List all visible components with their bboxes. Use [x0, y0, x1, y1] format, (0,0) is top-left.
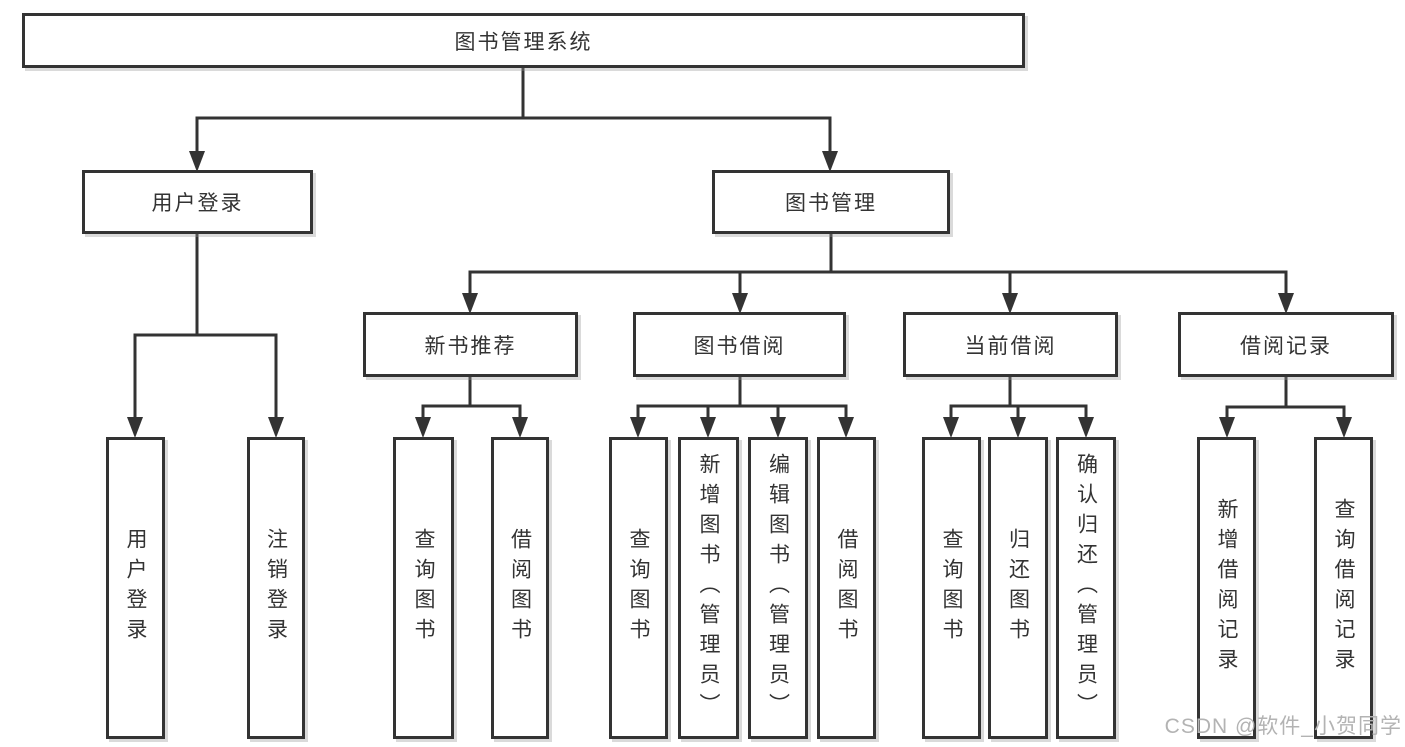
arrowhead — [822, 151, 838, 172]
connector-current-borrow-children — [943, 376, 1094, 438]
node-label: 图书管理系统 — [454, 30, 593, 54]
leaf-current-confirm-return-admin: 确认归还（管理员） — [1056, 437, 1116, 739]
arrowhead — [1002, 293, 1018, 314]
node-label: 用户登录 — [151, 192, 244, 215]
leaf-borrow-edit-books-admin: 编辑图书（管理员） — [748, 437, 808, 739]
arrowhead — [189, 151, 205, 172]
node-label: 编辑图书（管理员） — [766, 453, 790, 723]
connector-root-to-level1 — [189, 66, 838, 172]
leaf-current-return-books: 归还图书 — [988, 437, 1048, 739]
node-new-book-recommend: 新书推荐 — [363, 312, 578, 377]
connector-user-login-children — [127, 232, 284, 438]
node-borrow-records: 借阅记录 — [1178, 312, 1394, 377]
connector-new-book-recommend-children — [415, 376, 528, 438]
node-label: 查询图书 — [412, 528, 435, 648]
arrowhead — [943, 417, 959, 438]
node-label: 新增图书（管理员） — [697, 453, 720, 723]
node-label: 新增借阅记录 — [1215, 498, 1238, 678]
arrowhead — [770, 417, 786, 438]
connector-book-management-children — [462, 232, 1294, 314]
arrowhead — [700, 417, 716, 438]
leaf-records-add-borrow-record: 新增借阅记录 — [1197, 437, 1256, 739]
node-book-borrow: 图书借阅 — [633, 312, 846, 377]
node-current-borrow: 当前借阅 — [903, 312, 1118, 377]
node-label: 注销登录 — [264, 528, 288, 648]
leaf-user-login: 用户登录 — [106, 437, 165, 739]
arrowhead — [268, 417, 284, 438]
arrowhead — [127, 417, 143, 438]
node-label: 查询借阅记录 — [1332, 498, 1355, 678]
node-label: 借阅图书 — [835, 528, 858, 648]
arrowhead — [732, 293, 748, 314]
arrowhead — [415, 417, 431, 438]
connector-borrow-records-children — [1219, 377, 1352, 438]
arrowhead — [1278, 293, 1294, 314]
arrowhead — [1078, 417, 1094, 438]
arrowhead — [1219, 417, 1235, 438]
arrowhead — [1010, 417, 1026, 438]
leaf-borrow-query-books: 查询图书 — [609, 437, 668, 739]
leaf-current-query-books: 查询图书 — [922, 437, 981, 739]
node-label: 查询图书 — [627, 528, 650, 648]
node-label: 图书借阅 — [693, 334, 786, 358]
node-book-management: 图书管理 — [712, 170, 950, 234]
arrowhead — [838, 417, 854, 438]
arrowhead — [1336, 417, 1352, 438]
leaf-borrow-add-books-admin: 新增图书（管理员） — [678, 437, 739, 739]
node-label: 用户登录 — [124, 528, 147, 648]
leaf-records-query-borrow-record: 查询借阅记录 — [1314, 437, 1373, 739]
leaf-logout: 注销登录 — [247, 437, 305, 739]
node-label: 归还图书 — [1006, 528, 1030, 648]
node-label: 借阅记录 — [1240, 334, 1332, 358]
leaf-borrow-borrow-books: 借阅图书 — [817, 437, 876, 739]
node-label: 当前借阅 — [964, 334, 1057, 358]
node-label: 新书推荐 — [424, 334, 517, 358]
node-label: 查询图书 — [940, 528, 963, 648]
leaf-recommend-query-books: 查询图书 — [393, 437, 454, 739]
connector-book-borrow-children — [630, 376, 854, 438]
arrowhead — [462, 293, 478, 314]
node-label: 借阅图书 — [508, 528, 532, 648]
arrowhead — [630, 417, 646, 438]
node-library-management-system: 图书管理系统 — [22, 13, 1025, 68]
leaf-recommend-borrow-books: 借阅图书 — [491, 437, 549, 739]
node-label: 图书管理 — [785, 192, 877, 215]
node-label: 确认归还（管理员） — [1074, 453, 1098, 723]
arrowhead — [512, 417, 528, 438]
node-user-login: 用户登录 — [82, 170, 313, 234]
